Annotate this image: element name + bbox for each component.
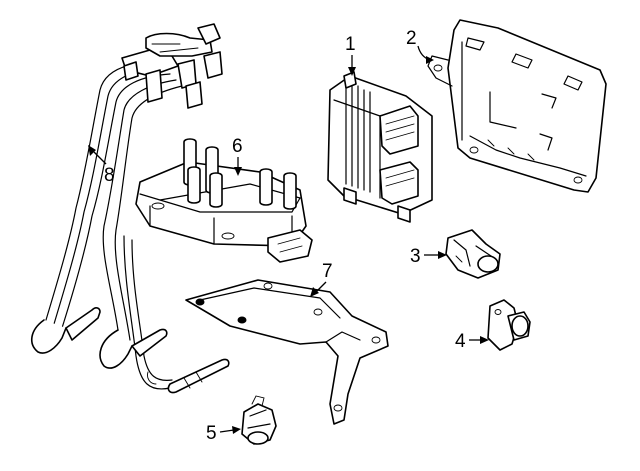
arrowhead-8 [88, 145, 96, 156]
arrowhead-6 [234, 167, 242, 176]
callout-4: 4 [455, 331, 489, 352]
callout-label-4: 4 [455, 331, 466, 352]
arrowhead-5 [232, 426, 241, 434]
leader-line-7 [315, 281, 327, 293]
sensor-5 [241, 395, 277, 445]
leader-line-5 [219, 429, 235, 433]
callout-1: 1 [345, 34, 356, 76]
position-sensor-4 [487, 299, 531, 351]
arrowhead-2 [426, 56, 434, 64]
callout-label-7: 7 [322, 261, 333, 282]
arrowhead-7 [310, 287, 319, 297]
arrowhead-3 [438, 251, 447, 259]
spark-plug-wire-set [31, 23, 230, 394]
callout-label-8: 8 [104, 165, 115, 186]
callout-7: 7 [310, 261, 333, 297]
callout-2: 2 [406, 28, 434, 64]
callout-5: 5 [206, 423, 241, 444]
callout-label-5: 5 [206, 423, 217, 444]
ignition-coil-pack [135, 138, 313, 263]
callout-label-6: 6 [232, 136, 243, 157]
leader-line-8 [93, 151, 107, 165]
callout-6: 6 [232, 136, 243, 176]
callout-label-1: 1 [345, 34, 356, 55]
coil-mounting-bracket [185, 279, 389, 425]
mounting-bracket-plate [427, 19, 607, 193]
arrowhead-1 [348, 67, 356, 76]
callout-8: 8 [88, 145, 115, 186]
position-sensor-3 [445, 229, 501, 279]
callout-3: 3 [410, 246, 447, 267]
arrowhead-4 [480, 336, 489, 344]
control-module [327, 71, 433, 223]
callout-label-3: 3 [410, 246, 421, 267]
callout-label-2: 2 [406, 28, 417, 49]
